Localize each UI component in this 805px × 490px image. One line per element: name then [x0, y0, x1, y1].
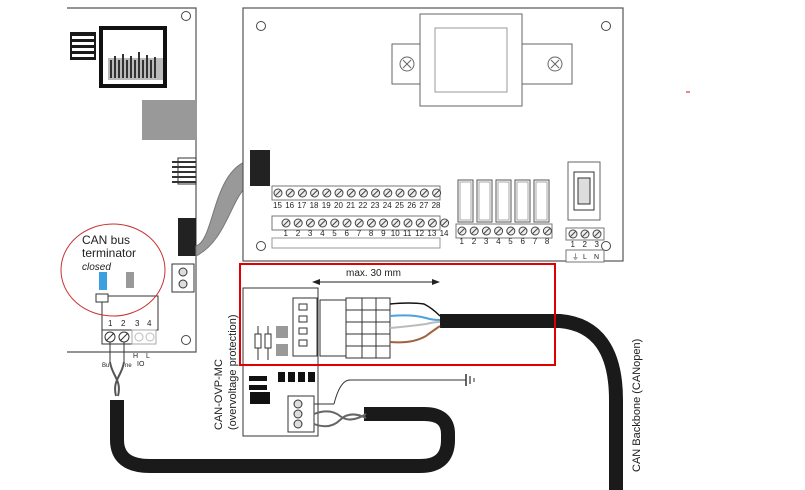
upper-terminal-number: 26: [407, 201, 416, 210]
wire-brown: [389, 325, 441, 344]
can-plug: [319, 297, 391, 359]
upper-terminal-number: 16: [285, 201, 294, 210]
arrow-right-icon: [432, 279, 440, 285]
strip-highlight-box: [239, 263, 556, 366]
bus-terminal-number: 2: [121, 319, 126, 328]
relay: [495, 179, 512, 223]
upper-terminal-number: 15: [273, 201, 282, 210]
terminator-highlight: [60, 223, 166, 317]
arrow-left-icon: [312, 279, 320, 285]
side-terminal: [171, 263, 195, 293]
lower-terminal-number: 7: [357, 229, 362, 238]
terminator-label-2: terminator: [82, 246, 136, 260]
bus-terminal-signal: H: [133, 353, 138, 360]
bus-terminal-number: 1: [108, 319, 113, 328]
relay: [476, 179, 493, 223]
relay-terminal-number: 4: [496, 237, 501, 246]
lower-terminal-number: 2: [296, 229, 301, 238]
upper-terminal-number: 22: [358, 201, 367, 210]
backbone-label: CAN Backbone (CANopen): [631, 339, 643, 472]
header-pins: [108, 52, 163, 80]
bus-terminal-signal: IO: [137, 361, 145, 368]
power-label-l: L: [583, 254, 587, 261]
relay: [514, 179, 531, 223]
lower-terminal-number: 13: [427, 229, 436, 238]
relay: [457, 179, 474, 223]
power-terminal-number: 2: [583, 240, 588, 249]
twisted-pair-left: [109, 361, 125, 397]
upper-terminal-number: 28: [432, 201, 441, 210]
strip-length-label: max. 30 mm: [346, 268, 401, 279]
lower-terminal-number: 3: [308, 229, 313, 238]
relay-terminal-number: 2: [472, 237, 477, 246]
ribbon-cable: [195, 159, 251, 257]
relay-terminal-number: 1: [460, 237, 465, 246]
relay-terminal-strip: [455, 223, 553, 239]
ground-icon: ⏚: [572, 253, 579, 261]
upper-terminal-number: 25: [395, 201, 404, 210]
upper-terminal-number: 20: [334, 201, 343, 210]
relay-terminal-number: 7: [533, 237, 538, 246]
terminator-switch: [99, 272, 107, 290]
backbone-cable: [440, 314, 623, 490]
twisted-pair-ovp: [313, 410, 367, 428]
ribbon-connector-left: [178, 218, 196, 256]
transformer-icon: [391, 13, 573, 107]
wire-white: [389, 321, 441, 329]
power-label-n: N: [594, 254, 599, 261]
fuse-holder: [567, 161, 601, 221]
lower-terminal-number: 4: [320, 229, 325, 238]
relay-terminal-number: 6: [521, 237, 526, 246]
upper-terminal-number: 19: [322, 201, 331, 210]
relay-terminal-number: 3: [484, 237, 489, 246]
upper-terminal-number: 24: [383, 201, 392, 210]
ovp-module: [242, 287, 319, 437]
power-terminal-number: 3: [595, 240, 600, 249]
terminator-label-1: CAN bus: [82, 233, 130, 247]
bus-terminal-block: 1 2 3 4 H L IO Bu ne: [95, 293, 159, 369]
relay-bank: [457, 179, 550, 223]
bus-terminal-number: 4: [147, 319, 152, 328]
upper-terminal-number: 27: [419, 201, 428, 210]
lower-terminal-number: 11: [403, 229, 412, 238]
ovp-label-2: (overvoltage protection): [227, 314, 239, 430]
lower-terminal-number: 10: [391, 229, 400, 238]
terminator-switch-off: [126, 272, 134, 288]
pin-header: [172, 157, 197, 185]
ribbon-connector-right: [250, 150, 270, 186]
lower-terminal-number: 12: [415, 229, 424, 238]
relay-terminal-number: 5: [508, 237, 513, 246]
lower-terminal-number: 8: [369, 229, 374, 238]
left-board: [67, 7, 197, 353]
relay-terminal-number: 8: [545, 237, 550, 246]
gray-module: [142, 100, 196, 140]
lower-cable: [110, 400, 455, 473]
ground-icon: [465, 374, 475, 386]
ovp-label-1: CAN-OVP-MC: [213, 359, 225, 430]
wire-blue: [389, 314, 441, 321]
bus-terminal-code: Bu: [102, 363, 109, 369]
upper-terminal-number: 23: [371, 201, 380, 210]
ground-wire: [333, 379, 466, 405]
bus-terminal-code: ne: [125, 363, 132, 369]
power-terminal-number: 1: [571, 240, 576, 249]
wire-black: [389, 302, 441, 317]
lower-terminal-number: 1: [284, 229, 289, 238]
upper-terminal-number: 17: [297, 201, 306, 210]
relay: [533, 179, 550, 223]
lower-terminal-number: 9: [381, 229, 386, 238]
lower-terminal-number: 14: [440, 229, 449, 238]
lower-terminal-number: 5: [332, 229, 337, 238]
chip-icon: [70, 32, 96, 60]
bus-terminal-signal: L: [146, 353, 150, 360]
lower-terminal-number: 6: [345, 229, 350, 238]
bus-terminal-number: 3: [135, 319, 140, 328]
terminator-state: closed: [82, 262, 111, 273]
upper-terminal-number: 21: [346, 201, 355, 210]
upper-terminal-number: 18: [310, 201, 319, 210]
